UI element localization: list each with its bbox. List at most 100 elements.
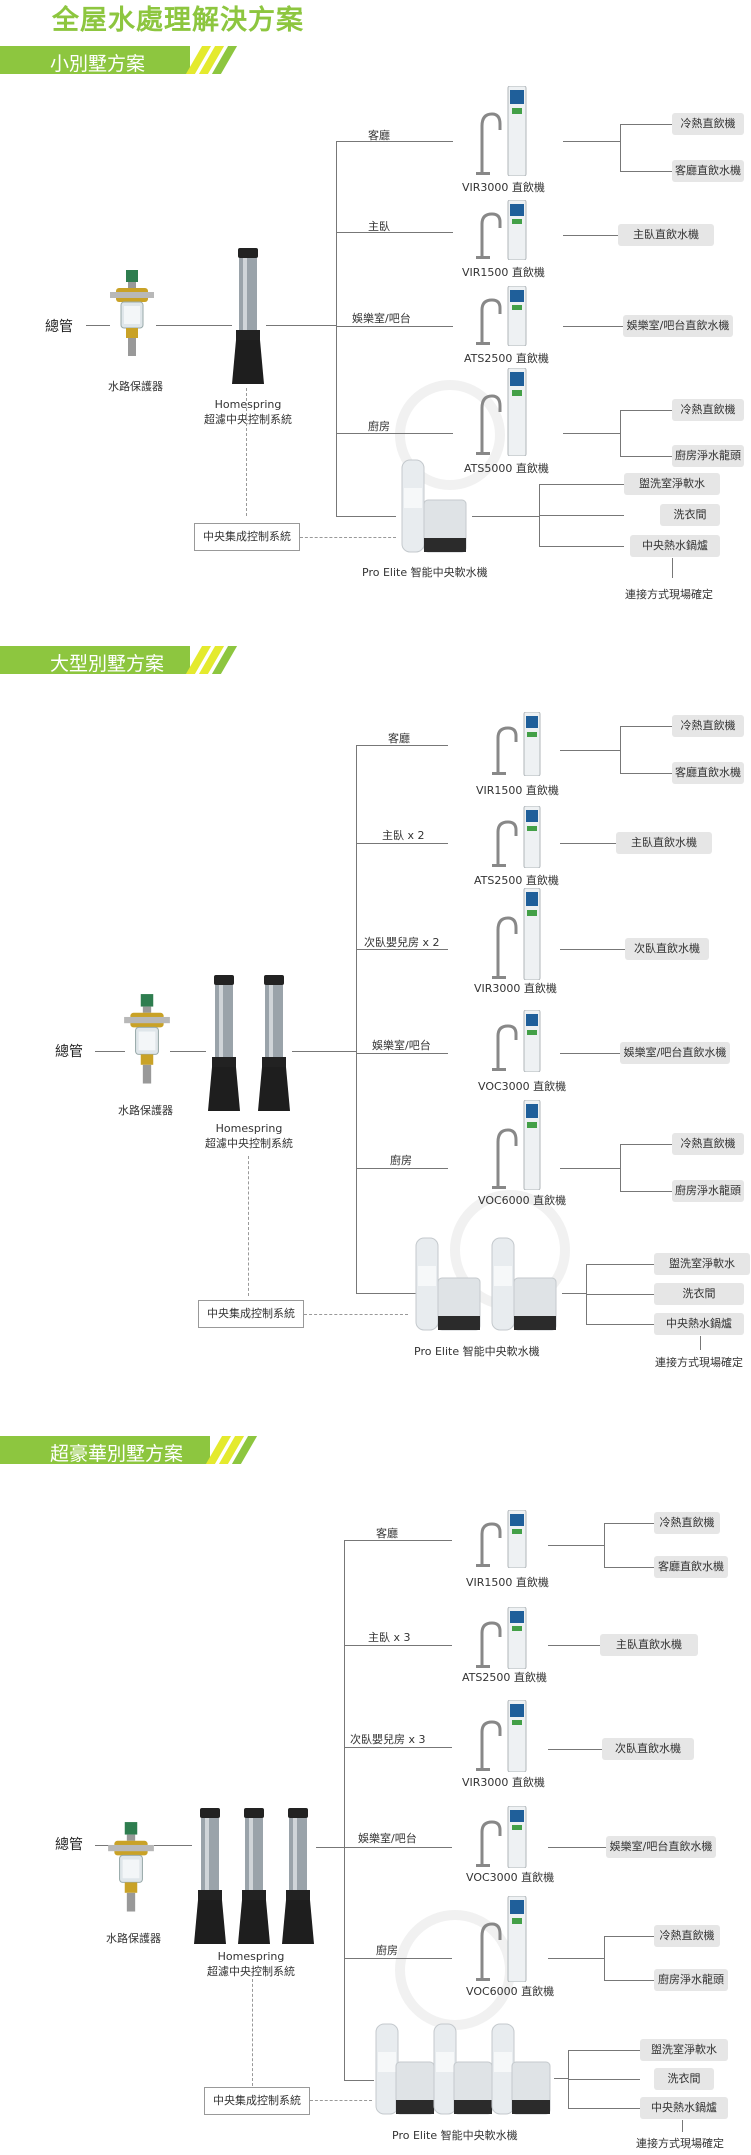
- softener-label: Pro Elite 智能中央軟水機: [392, 2129, 518, 2142]
- output-pill: 主臥直飲水機: [618, 224, 714, 246]
- central-filter-image: [238, 1808, 270, 1944]
- central-system-label-1: Homespring: [217, 1950, 285, 1963]
- central-system-label-2: 超濾中央控制系統: [205, 1137, 293, 1150]
- room-label: 主臥 x 2: [382, 829, 425, 842]
- note-label: 連接方式現場確定: [636, 2137, 724, 2150]
- central-system-label-2: 超濾中央控制系統: [204, 413, 292, 426]
- output-pill: 客廳直飲水機: [654, 1556, 728, 1578]
- water-protector-image: [108, 1822, 154, 1912]
- output-pill: 娛樂室/吧台直飲水機: [623, 315, 733, 337]
- device-label: VIR1500 直飲機: [462, 266, 545, 279]
- softener-image: [491, 1237, 557, 1331]
- output-pill: 冷熱直飲機: [672, 1133, 744, 1155]
- softener-label: Pro Elite 智能中央軟水機: [414, 1345, 540, 1358]
- dispenser-image: [492, 888, 541, 980]
- central-filter-image: [282, 1808, 314, 1944]
- output-pill: 冷熱直飲機: [654, 1925, 720, 1947]
- protector-label: 水路保護器: [118, 1104, 173, 1117]
- device-label: VIR1500 直飲機: [476, 784, 559, 797]
- room-label: 娛樂室/吧台: [358, 1832, 417, 1845]
- room-label: 娛樂室/吧台: [352, 312, 411, 325]
- section-banner: 大型別墅方案: [0, 646, 260, 675]
- device-label: VOC6000 直飲機: [478, 1194, 567, 1207]
- device-label: VOC3000 直飲機: [478, 1080, 567, 1093]
- central-filter-image: [232, 248, 264, 384]
- softener-output-pill: 洗衣間: [654, 1283, 744, 1305]
- room-label: 主臥 x 3: [368, 1631, 411, 1644]
- output-pill: 娛樂室/吧台直飲水機: [620, 1042, 730, 1064]
- softener-output-pill: 盥洗室淨軟水: [654, 1253, 750, 1275]
- page-title: 全屋水處理解決方案: [52, 5, 304, 36]
- output-pill: 娛樂室/吧台直飲水機: [606, 1836, 716, 1858]
- dispenser-image: [476, 1607, 527, 1669]
- central-filter-image: [258, 975, 290, 1111]
- water-protector-image: [110, 270, 154, 356]
- note-label: 連接方式現場確定: [625, 588, 713, 601]
- softener-image: [375, 2023, 435, 2115]
- dispenser-image: [476, 1896, 527, 1982]
- device-label: ATS5000 直飲機: [464, 462, 549, 475]
- output-pill: 客廳直飲水機: [672, 762, 744, 784]
- dispenser-image: [476, 286, 527, 346]
- device-label: VIR1500 直飲機: [466, 1576, 549, 1589]
- device-label: VOC3000 直飲機: [466, 1871, 555, 1884]
- section-title: 超豪華別墅方案: [50, 1443, 184, 1465]
- section-banner: 小別墅方案: [0, 46, 260, 75]
- dispenser-image: [476, 86, 527, 176]
- softener-output-pill: 洗衣間: [654, 2068, 714, 2090]
- central-system-label-2: 超濾中央控制系統: [207, 1965, 295, 1978]
- dispenser-image: [476, 200, 527, 260]
- control-system-box: 中央集成控制系統: [194, 523, 300, 551]
- room-label: 客廳: [376, 1527, 398, 1540]
- dispenser-image: [492, 1010, 541, 1072]
- softener-output-pill: 盥洗室淨軟水: [624, 473, 720, 495]
- device-label: VIR3000 直飲機: [462, 181, 545, 194]
- device-label: VOC6000 直飲機: [466, 1985, 555, 1998]
- section-title: 大型別墅方案: [50, 653, 165, 675]
- dispenser-image: [476, 1806, 527, 1868]
- softener-output-pill: 中央熱水鍋爐: [654, 1313, 744, 1335]
- output-pill: 客廳直飲水機: [672, 160, 744, 182]
- section-banner: 超豪華別墅方案: [0, 1436, 260, 1465]
- room-label: 次臥嬰兒房 x 2: [364, 936, 440, 949]
- dispenser-image: [492, 1100, 541, 1190]
- device-label: VIR3000 直飲機: [474, 982, 557, 995]
- protector-label: 水路保護器: [108, 380, 163, 393]
- output-pill: 主臥直飲水機: [600, 1634, 698, 1656]
- main-pipe-label: 總管: [45, 319, 73, 335]
- water-protector-image: [124, 994, 170, 1084]
- dispenser-image: [476, 1510, 527, 1568]
- central-system-label-1: Homespring: [214, 398, 282, 411]
- section-title: 小別墅方案: [50, 53, 146, 75]
- room-label: 主臥: [368, 220, 390, 233]
- device-label: VIR3000 直飲機: [462, 1776, 545, 1789]
- output-pill: 次臥直飲水機: [625, 938, 709, 960]
- room-label: 客廳: [368, 129, 390, 142]
- output-pill: 廚房淨水龍頭: [672, 445, 744, 467]
- softener-image: [415, 1237, 481, 1331]
- protector-label: 水路保護器: [106, 1932, 161, 1945]
- room-label: 娛樂室/吧台: [372, 1039, 431, 1052]
- dispenser-image: [476, 368, 527, 456]
- control-system-box: 中央集成控制系統: [204, 2087, 310, 2115]
- softener-output-pill: 中央熱水鍋爐: [640, 2097, 728, 2119]
- output-pill: 冷熱直飲機: [672, 715, 744, 737]
- softener-image: [491, 2023, 551, 2115]
- central-system-label-1: Homespring: [215, 1122, 283, 1135]
- softener-output-pill: 中央熱水鍋爐: [630, 535, 720, 557]
- central-filter-image: [208, 975, 240, 1111]
- dispenser-image: [476, 1700, 527, 1772]
- note-label: 連接方式現場確定: [655, 1356, 743, 1369]
- softener-label: Pro Elite 智能中央軟水機: [362, 566, 488, 579]
- softener-image: [401, 459, 467, 553]
- output-pill: 冷熱直飲機: [672, 113, 744, 135]
- output-pill: 冷熱直飲機: [654, 1512, 720, 1534]
- output-pill: 主臥直飲水機: [616, 832, 712, 854]
- output-pill: 廚房淨水龍頭: [672, 1180, 744, 1202]
- softener-output-pill: 洗衣間: [660, 504, 720, 526]
- main-pipe-label: 總管: [55, 1837, 83, 1853]
- output-pill: 次臥直飲水機: [602, 1738, 694, 1760]
- softener-output-pill: 盥洗室淨軟水: [640, 2039, 728, 2061]
- control-system-box: 中央集成控制系統: [198, 1300, 304, 1328]
- softener-image: [433, 2023, 493, 2115]
